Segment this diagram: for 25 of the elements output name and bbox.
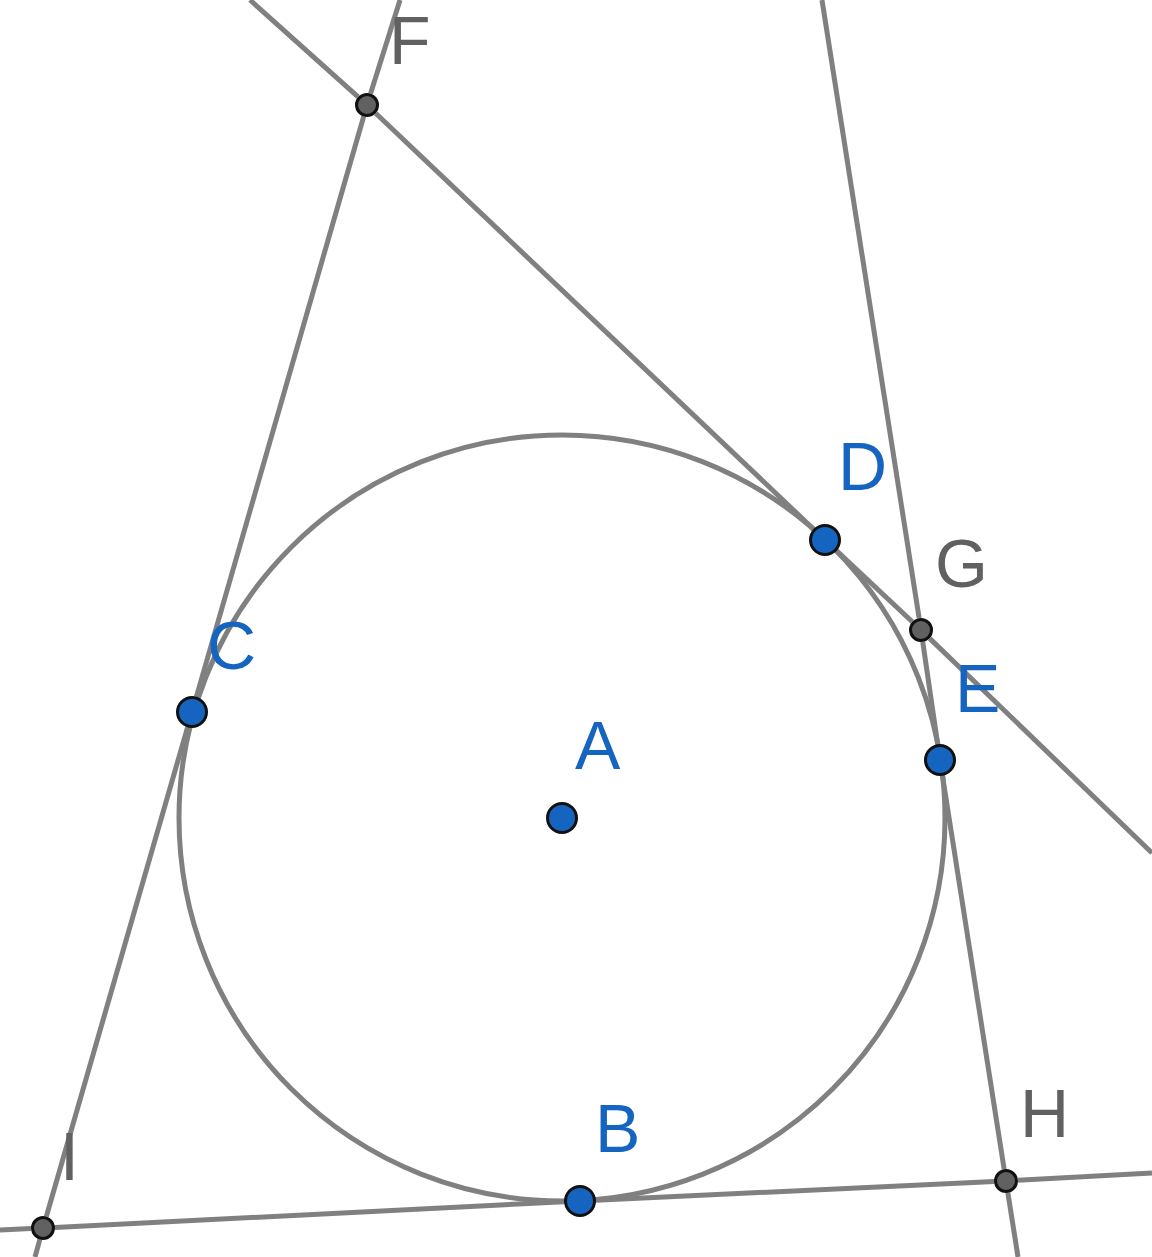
line-segment [1005,1192,1021,1257]
line-segment [248,0,360,99]
line-segment [194,115,367,698]
point-label: B [595,1094,641,1162]
line-segment [834,549,914,624]
line-segment [920,641,941,745]
line-segment [43,726,190,1218]
line-segment [0,1226,32,1233]
line-segment [32,1238,43,1257]
line-segment [1017,1170,1152,1183]
line-segment [368,0,403,95]
line-segment [927,636,1152,855]
point-label: D [838,432,888,500]
line-segment [595,1179,995,1203]
point-label: G [935,529,988,597]
point-label: C [207,611,257,679]
line-segment [54,1199,565,1230]
line-segment [373,111,816,531]
point-label: E [955,654,1001,722]
point-label: I [60,1122,79,1190]
point-label: F [389,6,431,74]
line-segment [940,775,1007,1170]
point-label: H [1020,1079,1070,1147]
point-label: A [575,711,621,779]
line-segment [819,0,922,619]
